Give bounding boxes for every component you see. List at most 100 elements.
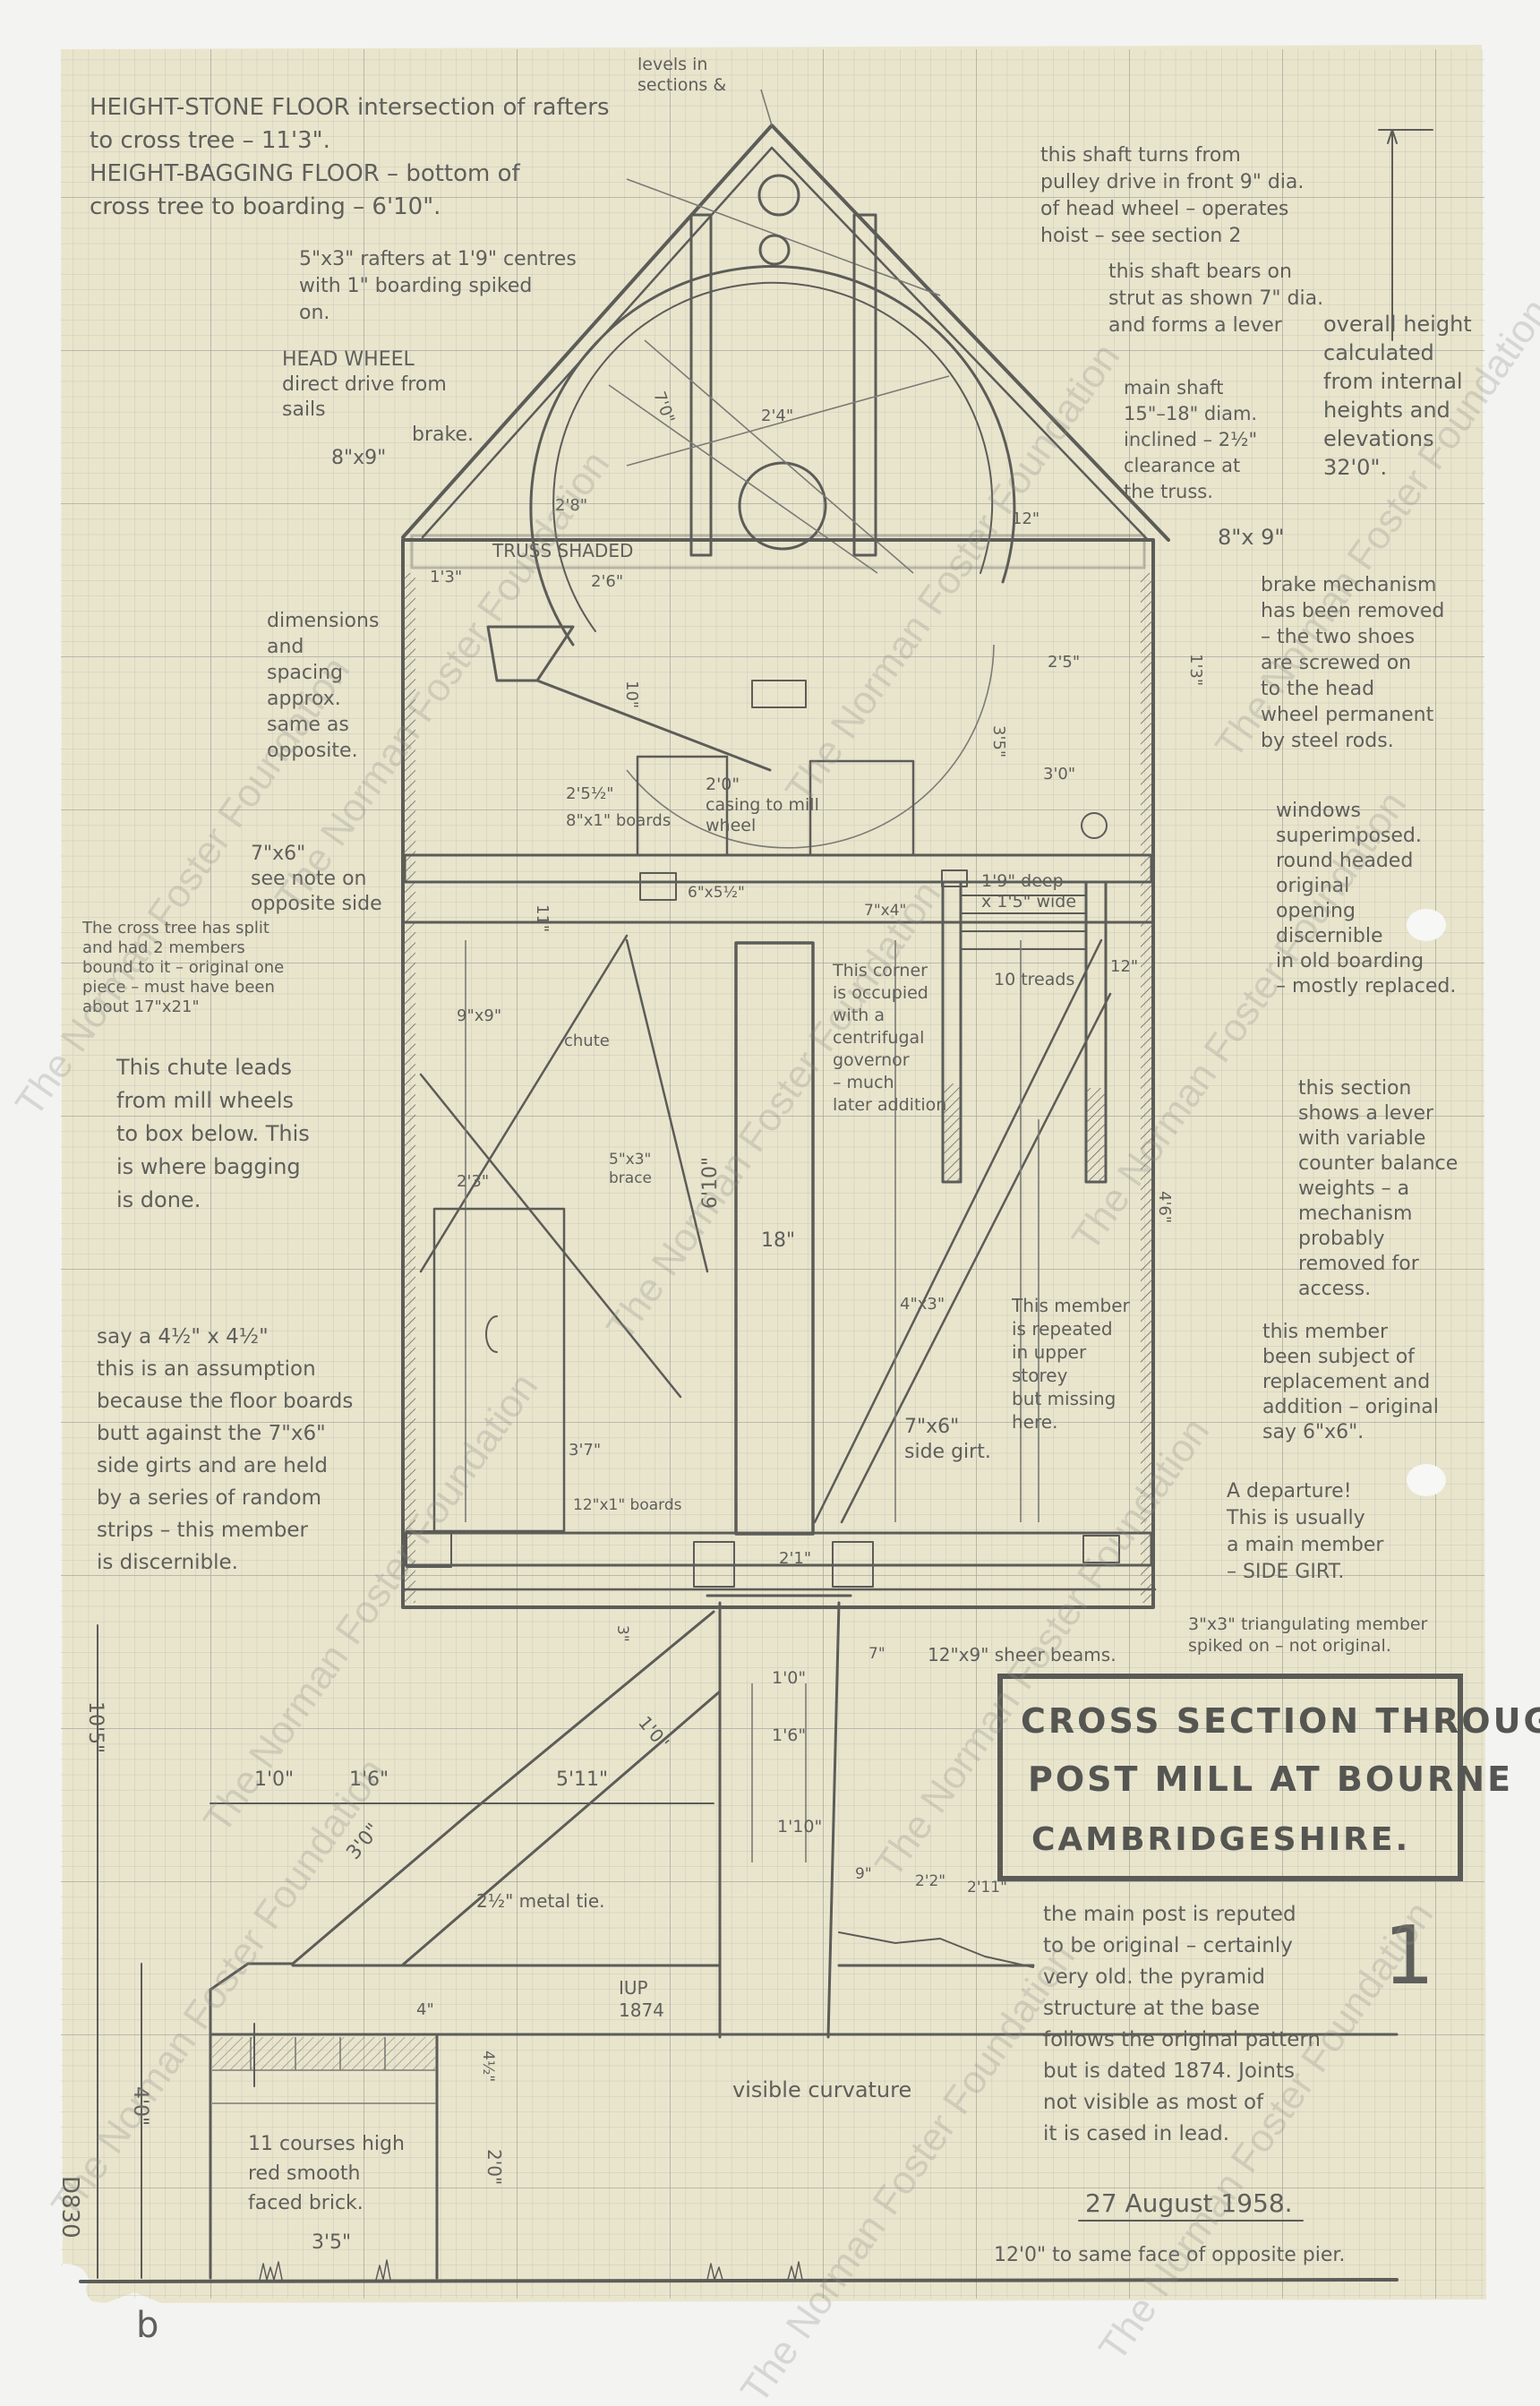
note-line: this shaft bears on: [1108, 261, 1292, 283]
note-d37: 3'7": [569, 1441, 601, 1460]
note-line: 5"x3": [609, 1151, 651, 1169]
note-d35: 3'5": [989, 725, 1008, 758]
note-line: TRUSS SHADED: [492, 540, 633, 561]
note-line: from mill wheels: [116, 1088, 294, 1113]
note-truss: TRUSS SHADED: [492, 540, 633, 561]
note-line: 4": [416, 2000, 434, 2019]
note-line: because the floor boards: [97, 1390, 353, 1413]
note-d25: 2'5": [1048, 653, 1080, 672]
note-line: elevations: [1323, 426, 1434, 451]
note-line: The cross tree has split: [81, 919, 270, 938]
note-line: later addition: [833, 1095, 946, 1115]
note-d610: 6'10": [699, 1157, 722, 1209]
note-d13b: 1'3": [1186, 654, 1205, 686]
note-line: 1'6": [772, 1725, 806, 1745]
note-b35: 3'5": [312, 2231, 351, 2254]
note-line: 9"x9": [457, 1006, 501, 1025]
note-line: say 6"x6".: [1262, 1421, 1364, 1443]
note-line: 3'7": [569, 1441, 601, 1460]
note-line: to the head: [1261, 678, 1374, 700]
note-oppositepier: 12'0" to same face of opposite pier.: [994, 2244, 1345, 2266]
note-line: – mostly replaced.: [1276, 975, 1456, 998]
note-line: chute: [564, 1032, 610, 1050]
note-line: HEAD WHEEL: [282, 348, 415, 371]
note-p10: 1'0": [772, 1668, 806, 1688]
note-line: This is usually: [1226, 1507, 1365, 1529]
note-line: 9": [855, 1865, 872, 1883]
note-line: 1'6": [349, 1768, 389, 1791]
note-line: visible curvature: [732, 2077, 911, 2102]
note-d12: 12": [1012, 509, 1040, 528]
note-line: is repeated: [1012, 1318, 1113, 1340]
note-line: approx.: [267, 688, 341, 710]
note-line: 8"x1" boards: [566, 811, 671, 830]
note-line: it is cased in lead.: [1043, 2122, 1229, 2145]
note-line: governor: [833, 1050, 910, 1070]
note-curvature: visible curvature: [732, 2077, 911, 2102]
note-line: windows: [1276, 800, 1361, 822]
note-height: HEIGHT-STONE FLOOR intersection of rafte…: [90, 94, 610, 220]
note-p7: 7": [868, 1645, 886, 1663]
note-line: 4½": [479, 2051, 497, 2082]
note-p16: 1'6": [772, 1725, 806, 1745]
note-line: 2'3": [457, 1172, 489, 1191]
note-line: spacing: [267, 662, 343, 684]
note-p22: 2'2": [915, 1872, 945, 1890]
note-line: this member: [1262, 1321, 1389, 1343]
note-line: by steel rods.: [1261, 730, 1394, 752]
trestle-base: [79, 1594, 1399, 2283]
note-line: round headed: [1276, 850, 1413, 872]
note-line: – the two shoes: [1261, 626, 1415, 648]
note-line: 10'5": [84, 1701, 107, 1753]
note-sheerbeams: 12"x9" sheer beams.: [928, 1644, 1116, 1665]
graph-paper: [58, 45, 1486, 2304]
note-line: 10 treads: [994, 970, 1074, 989]
note-sidegirt: 7"x6"side girt.: [904, 1416, 991, 1463]
note-line: 32'0".: [1323, 455, 1387, 480]
note-line: follows the original pattern: [1043, 2028, 1321, 2051]
note-chutelabel: chute: [564, 1032, 610, 1050]
note-brace: 5"x3"brace: [609, 1151, 652, 1187]
note-line: – SIDE GIRT.: [1227, 1561, 1344, 1583]
note-line: red smooth: [248, 2162, 360, 2185]
note-line: wheel permanent: [1261, 704, 1434, 726]
note-two1: 2'1": [779, 1549, 811, 1568]
note-line: and forms a lever: [1108, 314, 1283, 337]
note-line: A departure!: [1227, 1480, 1352, 1503]
note-line: 2'5½": [566, 784, 614, 803]
note-line: faced brick.: [248, 2192, 364, 2214]
note-d11: 11": [533, 904, 552, 932]
note-line: 3'0": [1043, 765, 1075, 783]
note-line: 2'1": [779, 1549, 811, 1568]
note-line: 7"x4": [864, 902, 906, 920]
sheet-number: 1: [1383, 1909, 1434, 2003]
note-line: 2'4": [761, 407, 793, 425]
note-line: 3'5": [989, 725, 1008, 758]
note-line: been subject of: [1262, 1346, 1416, 1368]
note-b511: 5'11": [556, 1768, 608, 1791]
note-boards12: 12"x1" boards: [573, 1496, 682, 1514]
note-line: direct drive from: [282, 373, 447, 396]
note-line: addition – original: [1262, 1396, 1439, 1418]
note-line: 6'10": [699, 1157, 722, 1209]
note-p3: 3": [613, 1625, 631, 1642]
note-line: is occupied: [833, 983, 928, 1003]
note-line: 5'11": [556, 1768, 608, 1791]
title-block: CROSS SECTION THROUGH POST MILL AT BOURN…: [997, 1674, 1540, 1881]
note-line: is where bagging: [116, 1154, 301, 1179]
note-line: 11": [533, 904, 552, 932]
note-d26: 2'6": [591, 572, 623, 591]
note-line: this is an assumption: [97, 1357, 316, 1381]
note-line: strips – this member: [97, 1519, 309, 1542]
note-line: in upper: [1012, 1341, 1087, 1363]
